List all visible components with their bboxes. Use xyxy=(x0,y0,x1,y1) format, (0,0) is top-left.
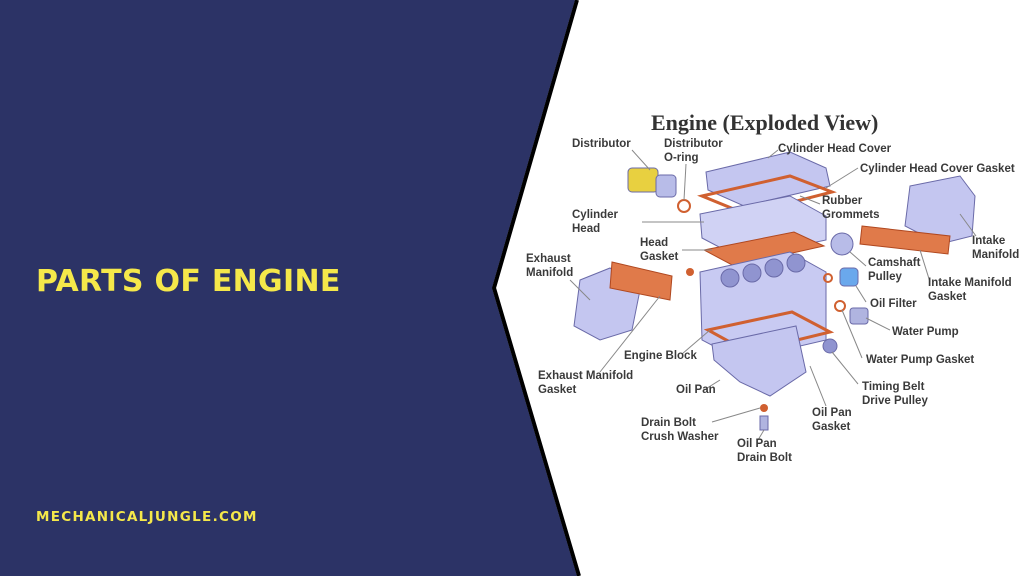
label-exhaust-manifold-gasket: Exhaust Manifold Gasket xyxy=(538,370,634,396)
label-distributor: Distributor xyxy=(572,138,631,150)
label-oil-pan: Oil Pan xyxy=(676,384,716,396)
label-camshaft-pulley: Camshaft Pulley xyxy=(868,257,921,283)
drain-bolt-crush-washer xyxy=(760,404,768,412)
timing-belt-drive-pulley xyxy=(822,338,838,354)
label-engine-block: Engine Block xyxy=(624,350,697,362)
distributor-part xyxy=(627,167,659,193)
head-gasket xyxy=(702,231,826,267)
distributor-o-ring xyxy=(677,199,691,213)
label-exhaust-manifold: Exhaust Manifold xyxy=(526,253,574,279)
website-label: MECHANICALJUNGLE.COM xyxy=(36,509,258,525)
label-cylinder-head-cover-gasket: Cylinder Head Cover Gasket xyxy=(860,163,1015,175)
exhaust-manifold-gasket xyxy=(609,261,673,301)
divider-line xyxy=(491,0,581,576)
intake-manifold-gasket xyxy=(859,225,951,255)
navy-panel xyxy=(0,0,577,576)
engine-illustration xyxy=(573,151,976,431)
label-water-pump: Water Pump xyxy=(892,326,959,338)
label-rubber-grommets: Rubber Grommets xyxy=(822,195,880,221)
camshaft-pulley xyxy=(830,232,854,256)
label-cylinder-head: Cylinder Head xyxy=(572,209,619,235)
oil-pan xyxy=(711,325,807,397)
label-cylinder-head-cover: Cylinder Head Cover xyxy=(778,143,892,155)
label-oil-filter: Oil Filter xyxy=(870,298,917,310)
label-distributor-o-ring: Distributor O-ring xyxy=(664,138,723,164)
label-drain-bolt-crush-washer: Drain Bolt Crush Washer xyxy=(641,417,719,443)
label-timing-belt-drive-pulley: Timing Belt Drive Pulley xyxy=(862,381,928,407)
label-intake-manifold-gasket: Intake Manifold Gasket xyxy=(928,277,1012,303)
oil-filter xyxy=(839,267,859,287)
water-pump xyxy=(849,307,869,325)
diagram-title: Engine (Exploded View) xyxy=(651,110,879,135)
page-title: PARTS OF ENGINE xyxy=(36,264,341,299)
label-oil-pan-gasket: Oil Pan Gasket xyxy=(812,407,852,433)
label-head-gasket: Head Gasket xyxy=(640,237,679,263)
intake-manifold xyxy=(904,175,976,245)
oil-pan-drain-bolt xyxy=(759,415,769,431)
leader-lines xyxy=(569,149,977,441)
label-water-pump-gasket: Water Pump Gasket xyxy=(866,354,975,366)
label-intake-manifold: Intake Manifold xyxy=(972,235,1020,261)
label-oil-pan-drain-bolt: Oil Pan Drain Bolt xyxy=(737,438,792,464)
